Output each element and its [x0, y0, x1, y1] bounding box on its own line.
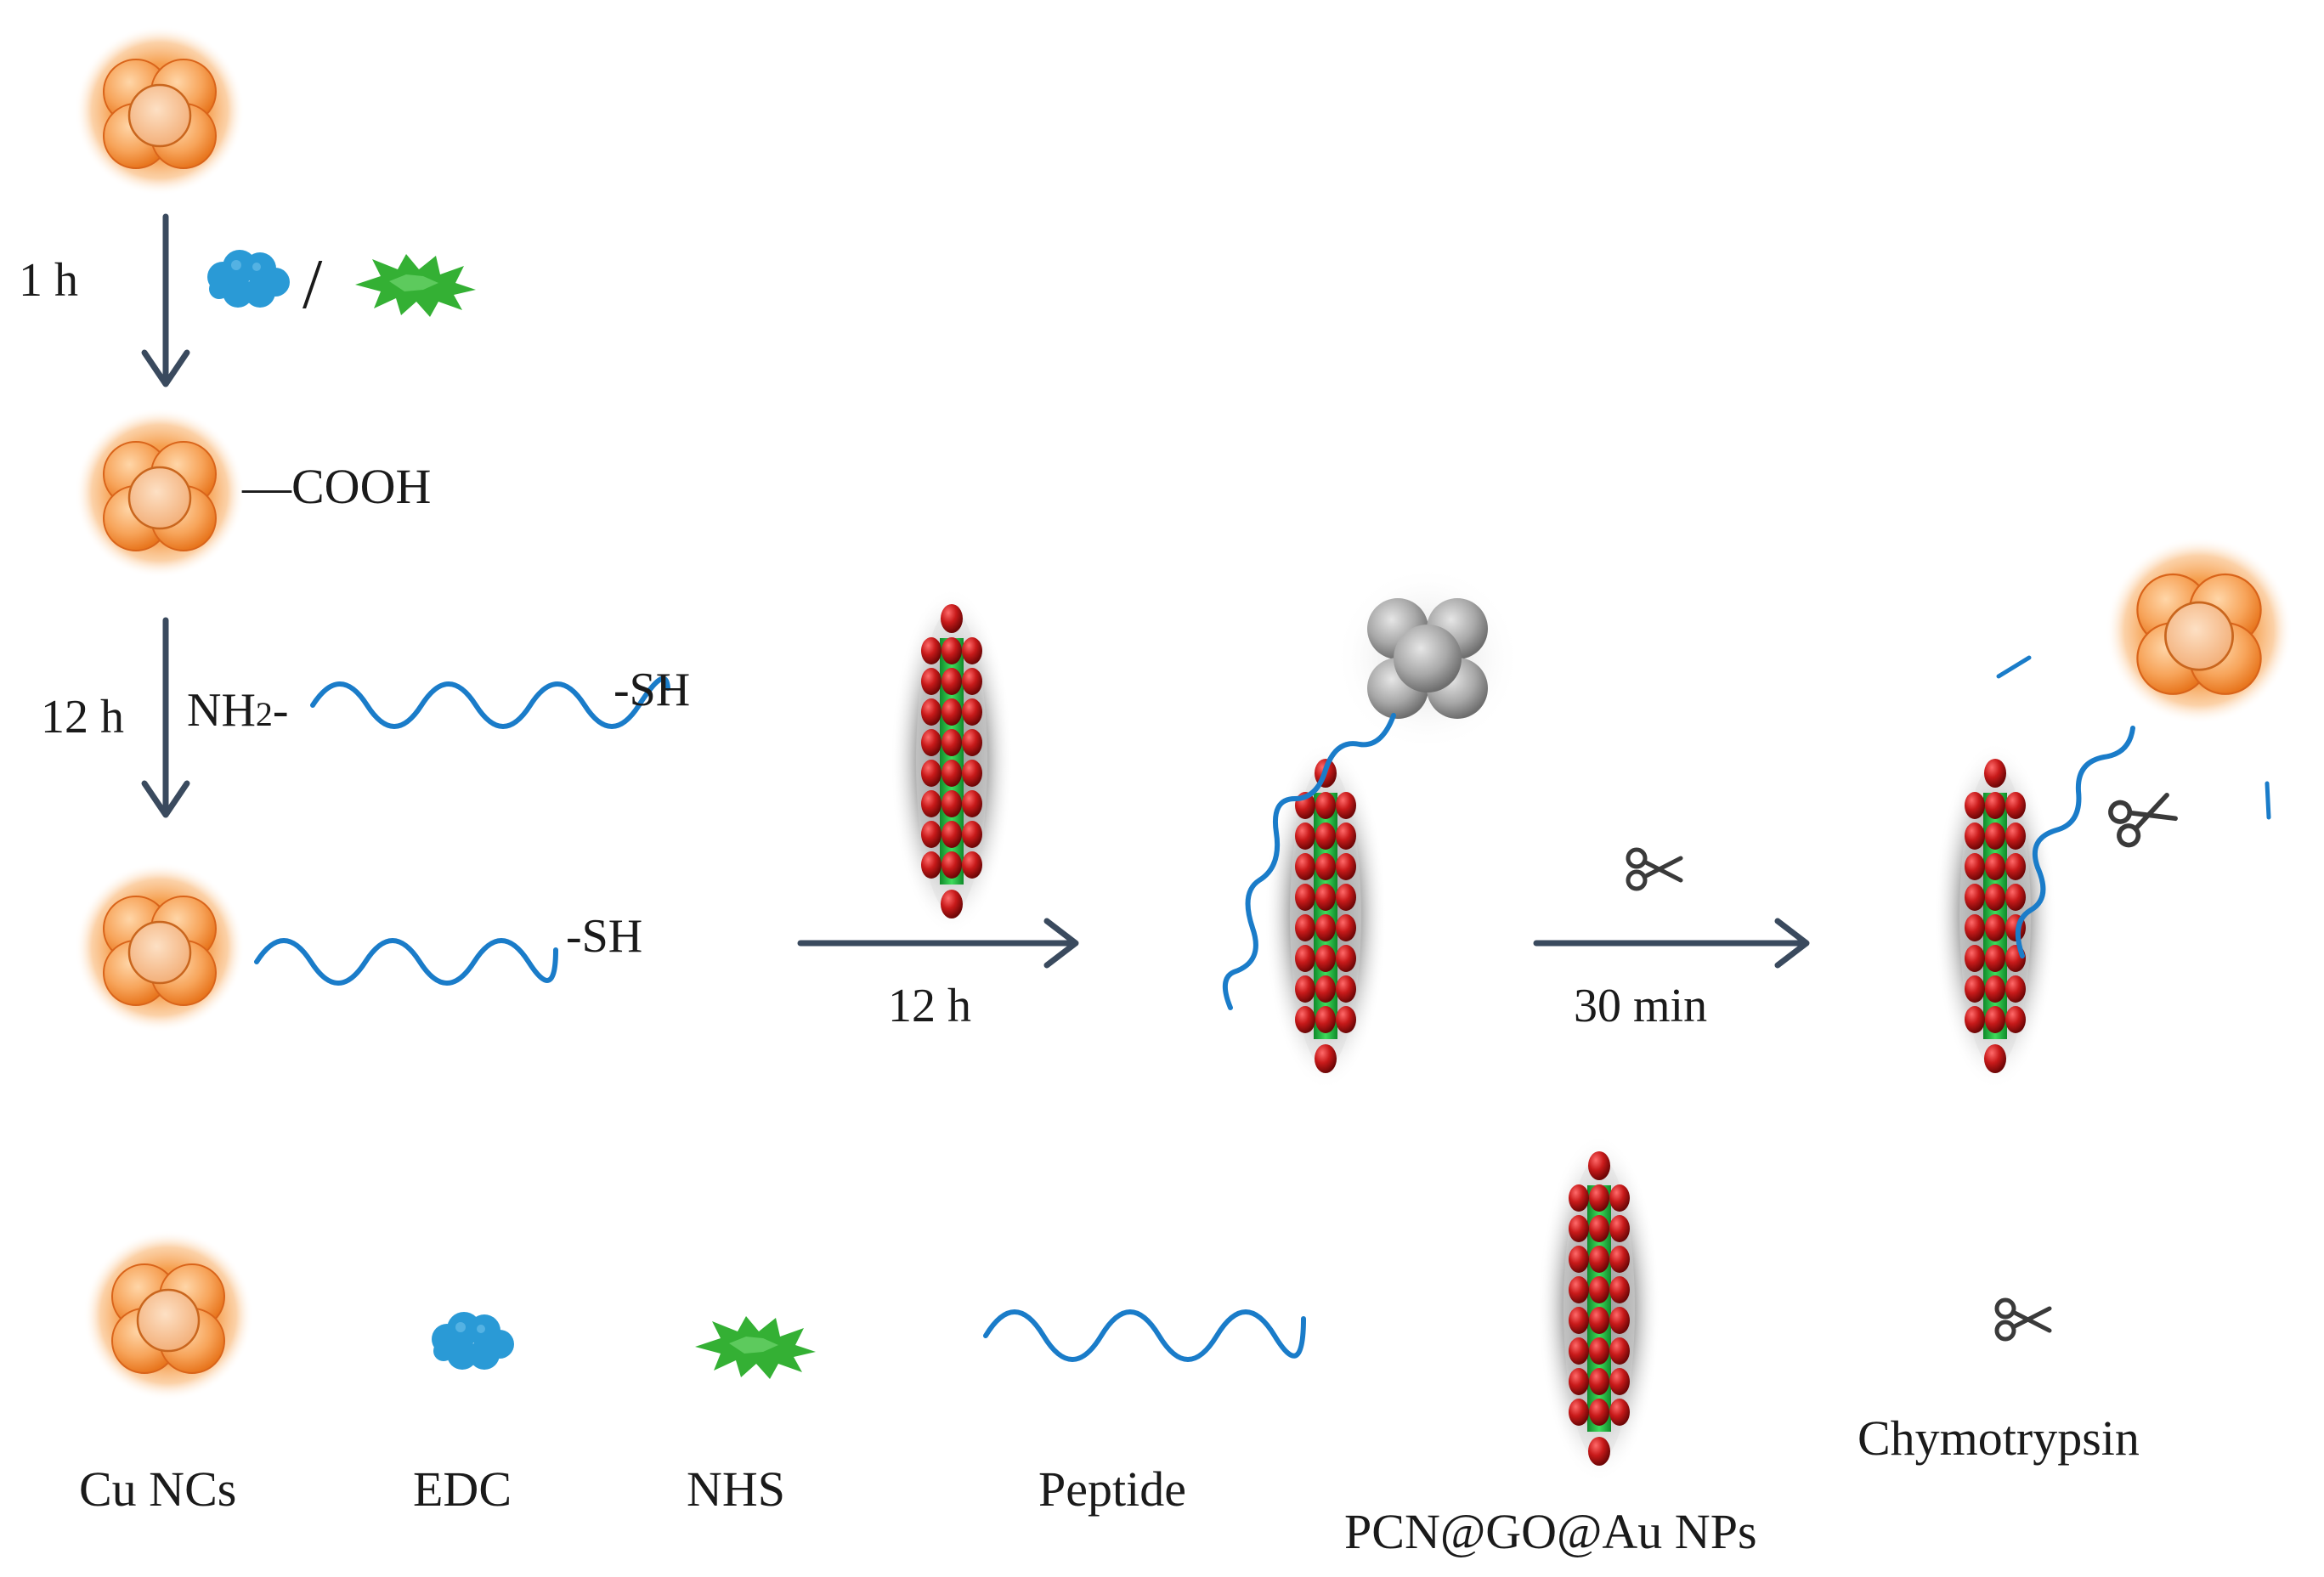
pcn-go-au-np-right: [1934, 742, 2056, 1090]
cooh-label: —COOH: [241, 459, 431, 514]
legend-pcn-label: PCN@GO@Au NPs: [1344, 1504, 1757, 1559]
legend-peptide-icon: [983, 1309, 1306, 1362]
cu-nc-top: [75, 25, 245, 195]
peptide-fragment-1: [1996, 655, 2032, 679]
edc-cloud-icon: [207, 250, 290, 308]
peptide-linker-middle: [1223, 713, 1396, 1010]
scissors-icon-arrow: [1628, 850, 1681, 889]
legend-chymo-label: Chymotrypsin: [1858, 1410, 2140, 1466]
step4-time-label: 30 min: [1574, 980, 1707, 1032]
legend-nhs-icon: [695, 1316, 816, 1379]
cu-nc-released: [2106, 537, 2293, 724]
legend-peptide-label: Peptide: [1038, 1461, 1186, 1517]
peptide-free: [310, 675, 670, 729]
legend-cu-label: Cu NCs: [79, 1461, 236, 1517]
legend-edc-label: EDC: [413, 1461, 512, 1517]
arrow-step2: [141, 617, 190, 818]
legend: Cu NCs EDC NHS Peptide PCN@GO@Au NPs Chy…: [79, 1134, 2140, 1559]
arrow-step3: [797, 918, 1079, 969]
legend-scissors-icon: [1997, 1300, 2050, 1339]
arrow-step1: [141, 213, 190, 387]
nhs-star-icon: [355, 254, 476, 317]
step1-time-label: 1 h: [19, 254, 78, 307]
legend-cu-nc-icon: [83, 1230, 253, 1400]
scissors-icon-cleavage: [2108, 786, 2179, 847]
cu-nc-conjugate: [75, 862, 245, 1032]
legend-edc-icon: [432, 1312, 514, 1370]
step2-time-label: 12 h: [41, 691, 124, 743]
sh-label-conjugate: -SH: [566, 910, 642, 963]
pcn-go-au-np-upper: [891, 587, 1013, 935]
peptide-conjugate: [254, 938, 558, 986]
step3-time-label: 12 h: [888, 980, 971, 1032]
nh2-label: NH2-: [187, 684, 289, 737]
step1-separator: /: [303, 245, 323, 324]
sh-label-top: -SH: [614, 664, 690, 716]
cu-nc-cooh: [75, 408, 245, 578]
arrow-step4: [1533, 918, 1810, 969]
legend-pcn-icon: [1538, 1134, 1660, 1483]
legend-nhs-label: NHS: [687, 1461, 785, 1517]
peptide-fragment-2: [2265, 781, 2271, 820]
pcn-go-au-np-middle: [1264, 742, 1387, 1090]
peptide-cleaved-right: [2015, 726, 2135, 958]
protein-cluster-icon: [1334, 565, 1521, 752]
